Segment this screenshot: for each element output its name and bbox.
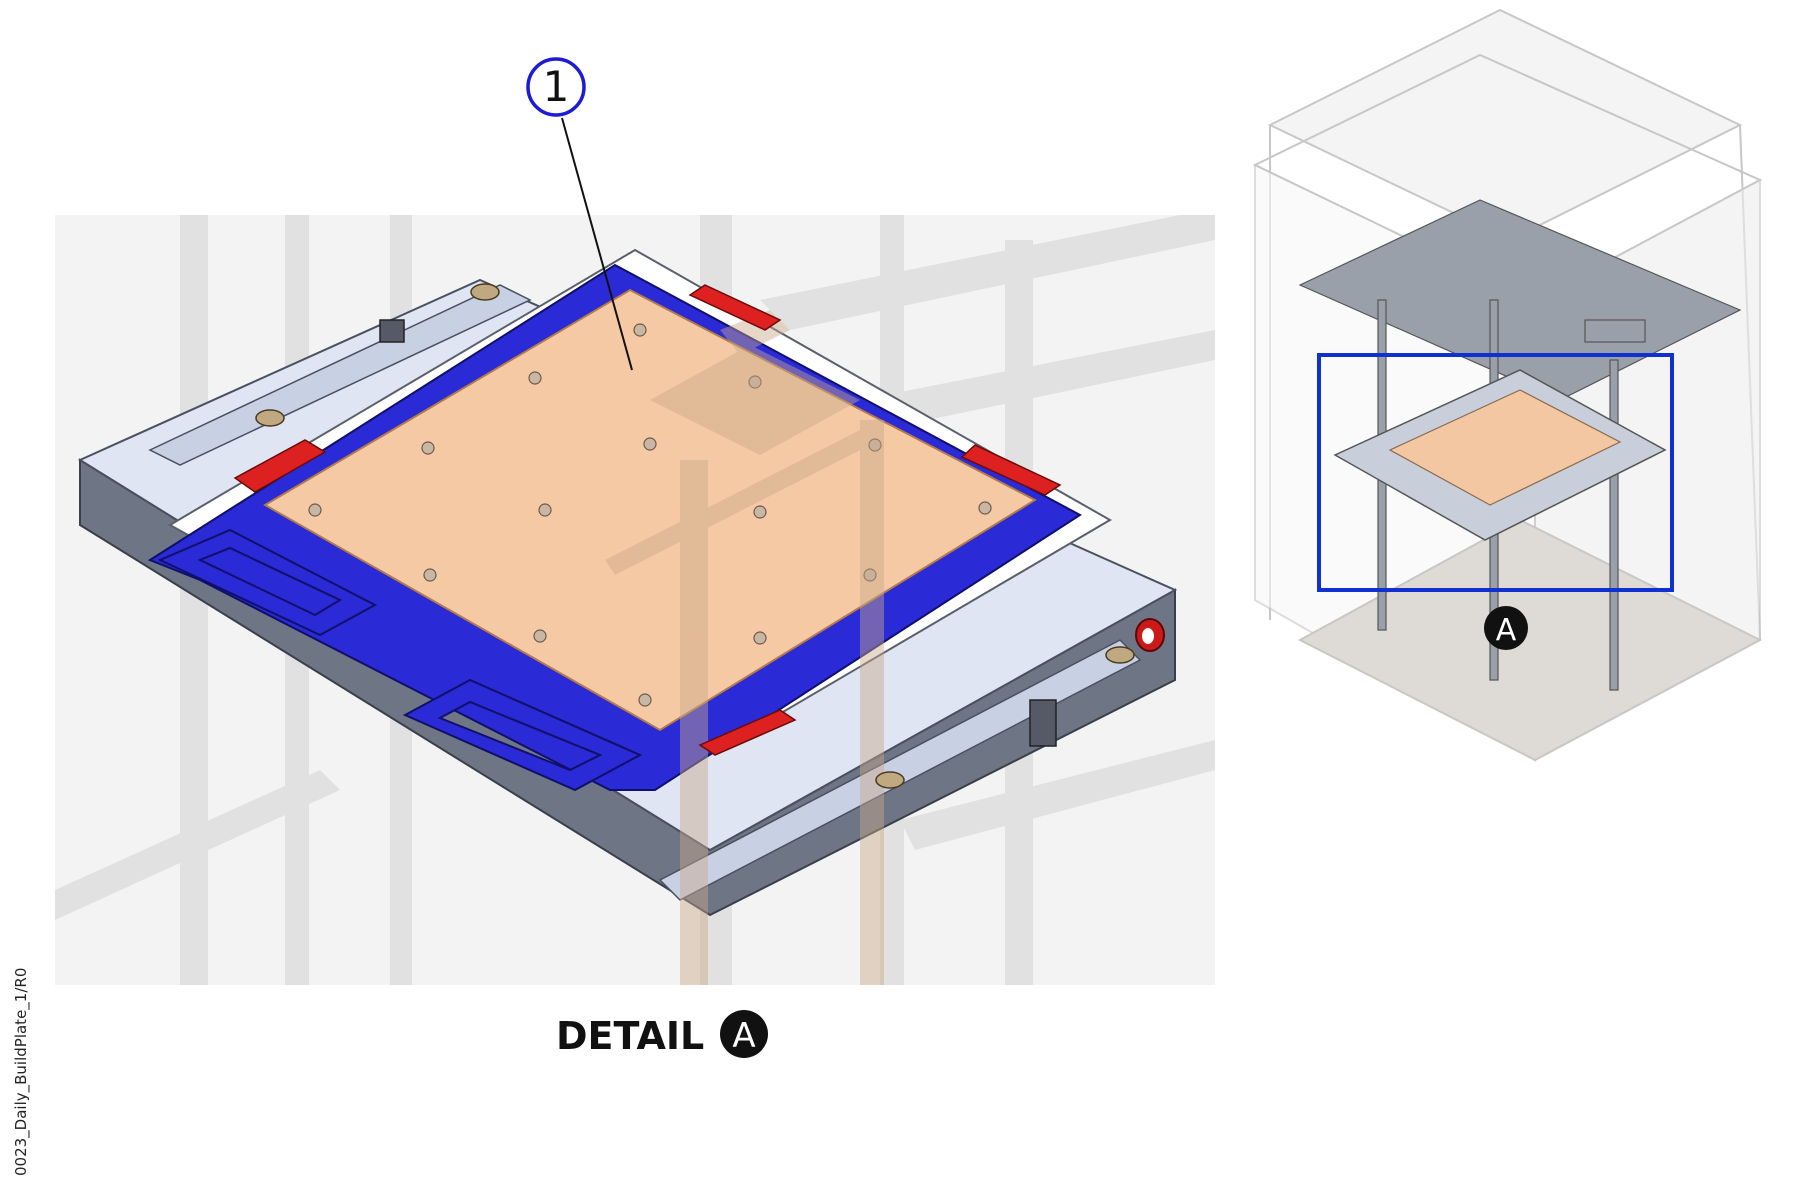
switch-block [1029,699,1057,747]
blue-frame-handle-right [402,678,643,792]
red-clamp [698,709,797,756]
red-clamp [960,444,1062,496]
printer-overview: A [1252,8,1763,762]
thumb-knobs [255,283,1135,789]
document-id-label: 0023_Daily_BuildPlate_1/R0 [12,967,30,1176]
overview-marker-letter: A [1496,613,1517,648]
blue-frame-handle-left [157,528,378,637]
red-clamp [688,284,782,331]
callout-bubble [526,57,586,117]
detail-letter: A [732,1016,755,1056]
red-clamp [233,439,327,493]
detail-view: 1 DETAIL A [55,57,1215,1058]
printer-build-plate [1333,369,1667,541]
build-plate [263,288,1038,732]
callout-leader-line [561,117,633,371]
build-plate-screws [308,323,992,707]
detail-letter-marker [720,1010,768,1058]
red-connector [1135,618,1165,652]
detail-label: DETAIL [556,1014,704,1058]
switch-block [379,319,405,343]
right-mount-rail [658,639,1142,901]
detail-highlight-box [1317,353,1674,592]
overview-marker [1484,606,1528,650]
red-clamps [233,284,1062,756]
callout-number: 1 [543,62,570,111]
